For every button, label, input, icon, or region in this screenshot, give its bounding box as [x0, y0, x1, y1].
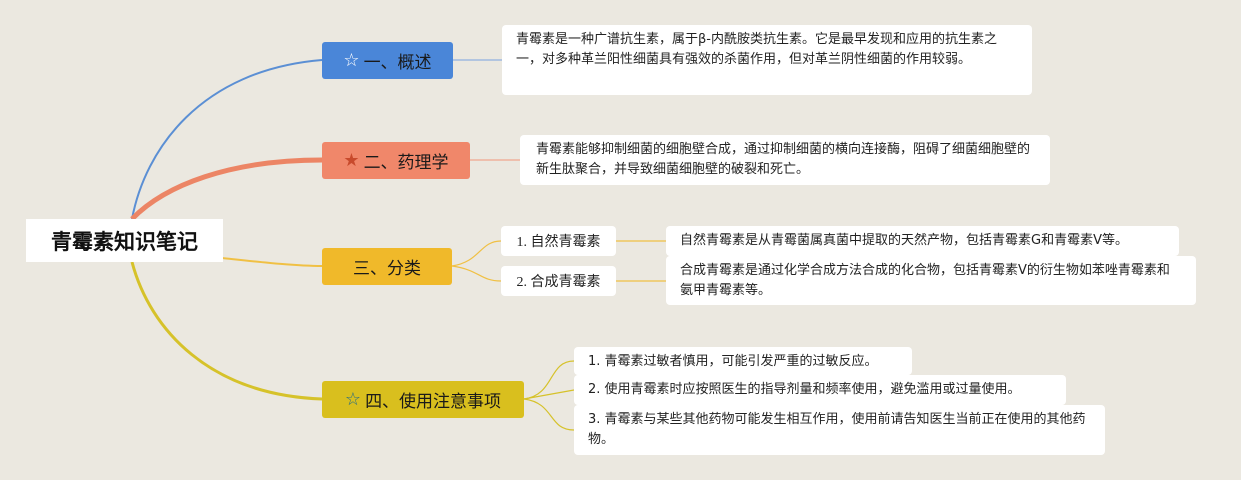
star-filled-icon: ★ [343, 149, 360, 171]
branch-classification[interactable]: 三、分类 [322, 248, 452, 285]
branch-precautions[interactable]: ☆ 四、使用注意事项 [322, 381, 524, 418]
overview-detail-text: 青霉素是一种广谱抗生素，属于β-内酰胺类抗生素。它是最早发现和应用的抗生素之一，… [516, 32, 997, 67]
subtopic-natural-penicillin[interactable]: 1. 自然青霉素 [501, 226, 616, 256]
link-classification-to-synthetic [451, 265, 502, 282]
precaution-item-2[interactable]: 2. 使用青霉素时应按照医生的指导剂量和频率使用，避免滥用或过量使用。 [574, 375, 1066, 405]
root-topic[interactable]: 青霉素知识笔记 [26, 219, 223, 262]
pharmacology-detail-text: 青霉素能够抑制细菌的细胞壁合成，通过抑制细菌的横向连接酶，阻碍了细菌细胞壁的新生… [536, 142, 1031, 177]
link-root-to-pharmacology [130, 157, 323, 221]
link-root-to-classification [221, 257, 323, 267]
star-outline-icon: ☆ [344, 388, 362, 410]
link-precautions-to-item-3 [523, 398, 575, 431]
star-outline-icon: ☆ [343, 49, 360, 71]
root-title: 青霉素知识笔记 [51, 229, 198, 254]
pharmacology-detail-card[interactable]: 青霉素能够抑制细菌的细胞壁合成，通过抑制细菌的横向连接酶，阻碍了细菌细胞壁的新生… [520, 135, 1050, 185]
subtopic-natural-label: 1. 自然青霉素 [516, 235, 601, 250]
precaution-item-1[interactable]: 1. 青霉素过敏者慎用，可能引发严重的过敏反应。 [574, 347, 912, 375]
link-classification-to-natural [451, 240, 502, 267]
branch-overview-label: 一、概述 [363, 53, 432, 73]
link-root-to-precautions [130, 261, 323, 401]
link-root-to-overview [131, 59, 323, 220]
precaution-item-2-text: 2. 使用青霉素时应按照医生的指导剂量和频率使用，避免滥用或过量使用。 [588, 382, 1021, 397]
overview-detail-card[interactable]: 青霉素是一种广谱抗生素，属于β-内酰胺类抗生素。它是最早发现和应用的抗生素之一，… [502, 25, 1032, 95]
precaution-item-1-text: 1. 青霉素过敏者慎用，可能引发严重的过敏反应。 [588, 354, 878, 369]
branch-classification-label: 三、分类 [353, 259, 421, 279]
branch-precautions-label: 四、使用注意事项 [365, 392, 502, 412]
branch-overview[interactable]: ☆ 一、概述 [322, 42, 453, 79]
precaution-item-3[interactable]: 3. 青霉素与某些其他药物可能发生相互作用，使用前请告知医生当前正在使用的其他药… [574, 405, 1105, 455]
natural-penicillin-detail-card[interactable]: 自然青霉素是从青霉菌属真菌中提取的天然产物，包括青霉素G和青霉素V等。 [666, 226, 1179, 256]
synthetic-penicillin-detail-card[interactable]: 合成青霉素是通过化学合成方法合成的化合物，包括青霉素V的衍生物如苯唑青霉素和氨甲… [666, 256, 1196, 305]
synthetic-penicillin-detail-text: 合成青霉素是通过化学合成方法合成的化合物，包括青霉素V的衍生物如苯唑青霉素和氨甲… [680, 263, 1170, 298]
subtopic-synthetic-penicillin[interactable]: 2. 合成青霉素 [501, 266, 616, 296]
natural-penicillin-detail-text: 自然青霉素是从青霉菌属真菌中提取的天然产物，包括青霉素G和青霉素V等。 [680, 233, 1128, 248]
branch-pharmacology[interactable]: ★ 二、药理学 [322, 142, 470, 179]
branch-pharmacology-label: 二、药理学 [363, 153, 449, 173]
link-precautions-to-item-1 [523, 360, 575, 400]
precaution-item-3-text: 3. 青霉素与某些其他药物可能发生相互作用，使用前请告知医生当前正在使用的其他药… [588, 412, 1086, 447]
link-precautions-to-item-2 [523, 389, 575, 400]
subtopic-synthetic-label: 2. 合成青霉素 [516, 275, 601, 290]
